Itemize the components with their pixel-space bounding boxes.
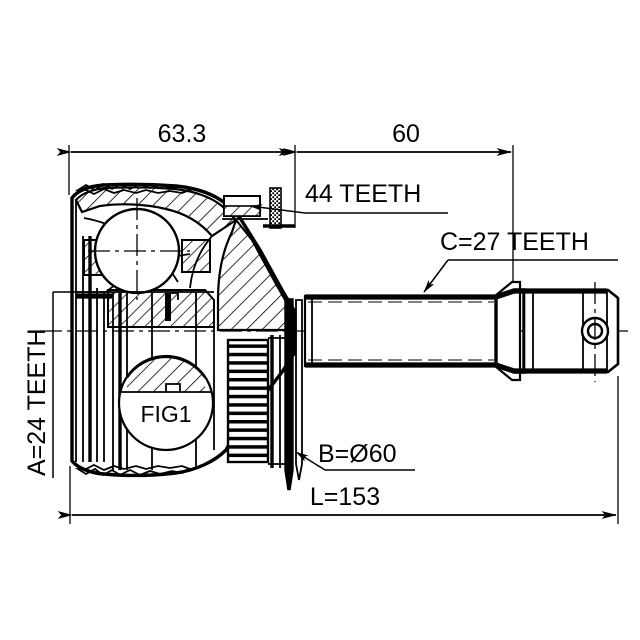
- callout-label-44-teeth: 44 TEETH: [305, 180, 421, 208]
- joint-ball: [88, 198, 190, 300]
- fig1-detail-bubble: FIG1: [117, 354, 215, 452]
- dimension-label-total-length: L=153: [310, 483, 380, 511]
- output-shaft: [303, 280, 522, 382]
- bell-bottom-seal-band: [74, 463, 193, 477]
- abs-tone-ring: [226, 338, 270, 464]
- dimension-label-63-3: 63.3: [158, 120, 207, 148]
- fig1-label: FIG1: [140, 401, 191, 427]
- bell-bore-lines: [75, 200, 105, 462]
- callout-44-teeth: 44 TEETH: [249, 180, 448, 214]
- dimension-63-3: 63.3: [56, 120, 296, 228]
- internal-circlip-detail: [165, 292, 179, 321]
- callout-b-diameter: B=Ø60: [295, 440, 415, 471]
- dimension-label-60: 60: [392, 120, 420, 148]
- callout-c27-teeth: C=27 TEETH: [423, 228, 618, 293]
- bell-top-seal-band: [74, 182, 193, 196]
- callout-label-a24-teeth: A=24 TEETH: [23, 328, 51, 476]
- shaft-end-section: [522, 282, 620, 382]
- callout-a24-teeth: A=24 TEETH: [23, 291, 110, 478]
- boot-clamp-assembly: [284, 298, 303, 491]
- dimension-total-length: L=153: [57, 376, 619, 524]
- dimension-60: 60: [282, 120, 514, 296]
- callout-label-c27-teeth: C=27 TEETH: [440, 228, 589, 256]
- callout-label-b-diameter: B=Ø60: [318, 440, 397, 468]
